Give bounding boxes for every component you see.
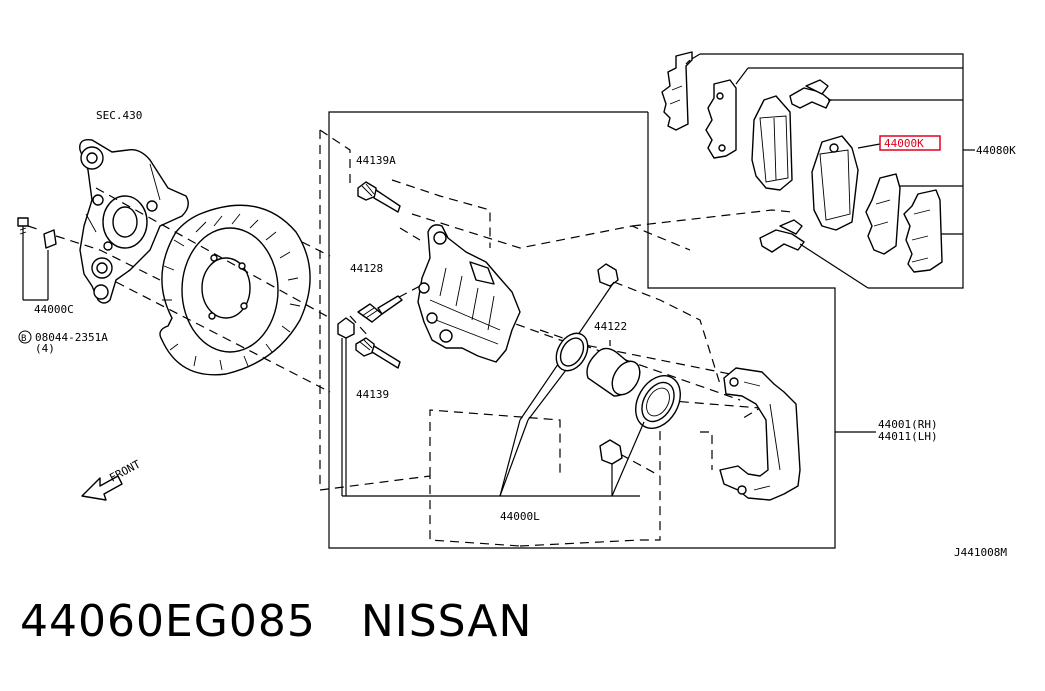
dashed-guides	[27, 129, 793, 547]
label-front: FRONT	[107, 457, 143, 484]
guide-pin-44128	[357, 295, 403, 323]
label-44128: 44128	[350, 262, 383, 275]
label-bolt-qty: (4)	[35, 342, 55, 355]
shim-inner-rear	[865, 173, 901, 255]
shim-rear	[903, 189, 943, 273]
front-indicator: FRONT	[81, 457, 143, 501]
label-sec430: SEC.430	[96, 109, 142, 122]
piston-seal	[499, 332, 589, 497]
brake-pad-outer	[751, 95, 793, 191]
label-44011: 44011(LH)	[878, 430, 938, 443]
shim-outer	[661, 51, 693, 131]
bleeder-lower	[599, 439, 623, 496]
guide-pin-44139a	[357, 181, 401, 213]
label-44000k[interactable]: 44000K	[884, 137, 924, 150]
diagram-code: J441008M	[954, 546, 1007, 559]
caption: 44060EG085 NISSAN	[20, 596, 532, 647]
highlighted-part-44000k[interactable]: 44000K	[879, 135, 941, 151]
bolt-callout: B 08044-2351A (4)	[18, 330, 108, 355]
pad-clip-upper	[789, 79, 832, 109]
label-44122: 44122	[594, 320, 627, 333]
caliper-assembly-frame	[328, 111, 836, 549]
shim-inner	[705, 79, 737, 159]
guide-pin-44139	[355, 337, 401, 369]
label-44139: 44139	[356, 388, 389, 401]
label-44000c: 44000C	[34, 303, 74, 316]
piston-44122	[586, 340, 641, 397]
bolt-44000c	[17, 217, 57, 301]
label-44139a: 44139A	[356, 154, 396, 167]
caption-spacer	[316, 596, 361, 647]
label-44001: 44001(RH)	[878, 418, 938, 431]
label-bolt: 08044-2351A	[35, 331, 108, 344]
label-44000l: 44000L	[500, 510, 540, 523]
label-44080k: 44080K	[976, 144, 1016, 157]
backing-plate	[159, 204, 311, 376]
brake-pad-inner	[811, 135, 859, 231]
caliper-body	[417, 224, 521, 363]
pad-clip-lower	[759, 219, 869, 289]
pad-kit-leaders	[685, 59, 881, 149]
highlight-box	[879, 135, 941, 151]
bolt-prefix-label: B	[21, 334, 26, 344]
piston-boot	[611, 375, 681, 497]
pin-boot	[337, 317, 640, 497]
torque-member	[719, 367, 876, 501]
steering-knuckle	[79, 139, 189, 304]
caption-part-number: 44060EG085	[20, 596, 316, 647]
caption-brand: NISSAN	[360, 596, 533, 647]
pad-kit-frame	[689, 53, 975, 289]
